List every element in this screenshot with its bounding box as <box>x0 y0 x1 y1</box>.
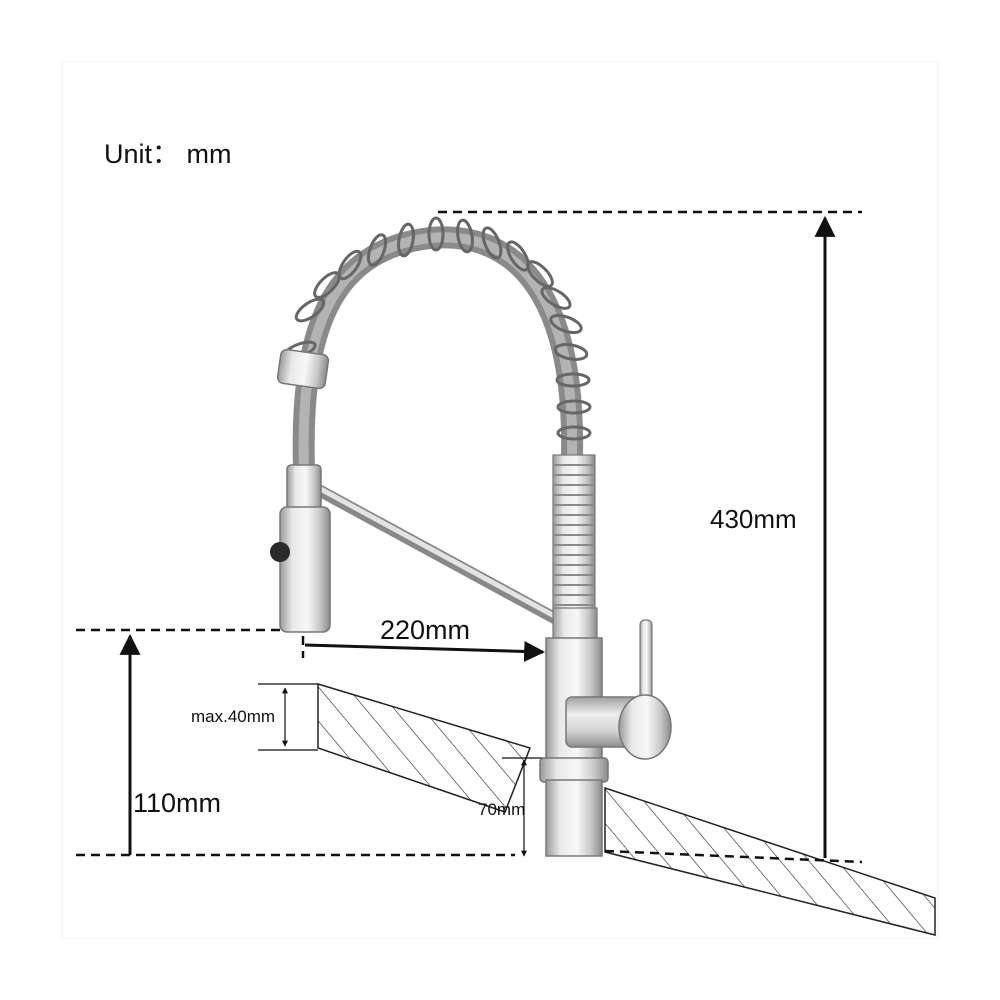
spout-height-label: 110mm <box>133 788 221 818</box>
spout-reach-label: 220mm <box>380 615 470 645</box>
column-spring <box>552 454 596 616</box>
max-deck-label: max.40mm <box>191 707 275 726</box>
countertop-left <box>317 682 531 813</box>
spray-holder <box>276 348 330 390</box>
spray-button-icon <box>270 542 290 562</box>
total-height-label: 430mm <box>710 504 797 534</box>
countertop-right <box>604 786 936 936</box>
reach-arrow <box>304 640 546 662</box>
spray-head <box>270 464 331 633</box>
base-height-label: 70mm <box>478 800 525 819</box>
image-frame <box>61 61 939 939</box>
base-reference-line-right <box>604 849 863 864</box>
unit-label: Unit： mm <box>104 139 232 169</box>
lever-handle <box>565 619 672 760</box>
faucet-illustration <box>270 216 672 857</box>
spring-coil <box>283 216 592 441</box>
